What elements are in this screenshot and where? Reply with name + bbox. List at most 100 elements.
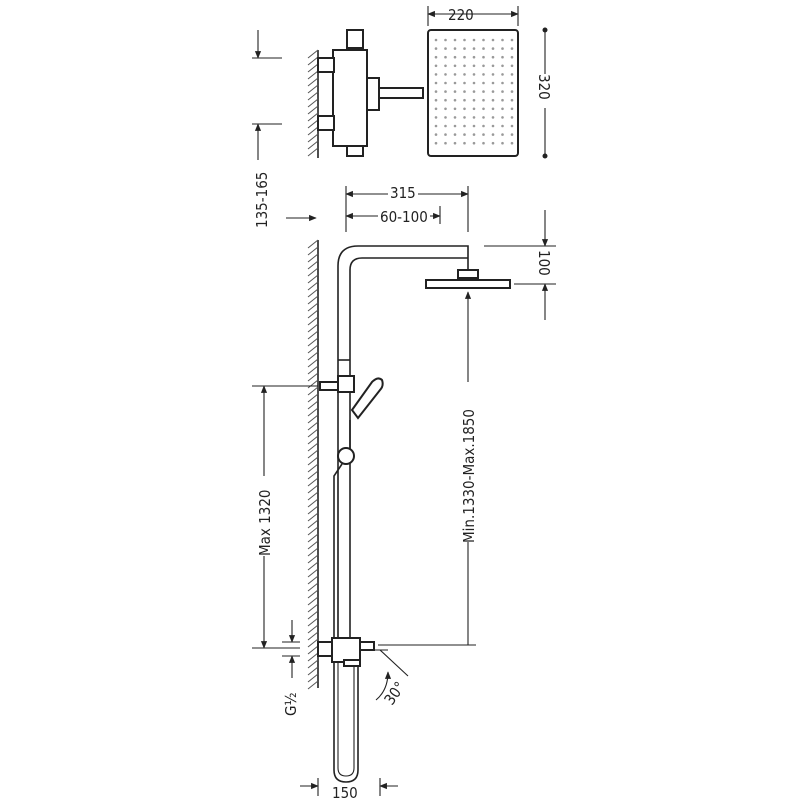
nozzle-dot [472,133,476,136]
nozzle-dot [482,73,485,76]
hose [333,463,359,783]
nozzle-dot [434,141,438,145]
nozzle-dot [491,47,495,50]
nozzle-dot [444,124,447,128]
wall-hatch-line [307,281,319,291]
nozzle-dot [510,73,514,76]
riser-pipe [337,245,469,640]
wall-hatch-line [307,316,319,326]
nozzle-dot [510,81,514,85]
nozzle-dot [434,107,438,111]
nozzle-dot [482,133,485,136]
wall-hatch-line [307,554,319,564]
nozzle-dot [482,38,485,42]
nozzle-dot [463,141,466,145]
wall-hatch-line [307,533,319,543]
nozzle-dot [510,98,514,102]
wall-hatch-line [307,260,319,270]
nozzle-dot [434,133,438,136]
wall-hatch-line [307,680,319,690]
dim-inlet-thread: G½ [282,620,300,716]
nozzle-dot [501,47,504,50]
nozzle-dot [472,47,476,50]
nozzle-dot [463,55,466,59]
wall-hatch-line [307,372,319,382]
nozzle-dot [482,141,485,145]
wall-hatch-line [307,442,319,452]
nozzle-dot [444,98,447,102]
wall-hatch-line [307,295,319,305]
nozzle-dot [501,64,504,68]
wall-hatch-line [307,498,319,508]
nozzle-dot [501,116,504,119]
nozzle-dot [482,116,485,119]
wall-hatch-line [307,119,319,129]
wall-hatch-line [307,302,319,312]
wall-hatch-line [307,428,319,438]
nozzle-dot [510,107,514,111]
nozzle-dot [472,90,476,93]
dim-label-30-deg: 30° [381,678,409,708]
wall-hatch-line [307,491,319,501]
dim-label-135-165: 135-165 [253,172,271,228]
nozzle-dot [482,98,485,102]
wall-hatch-line [307,519,319,529]
dim-rail-max: Max 1320 [252,385,318,649]
nozzle-dot [453,90,457,93]
nozzle-dot [453,107,457,111]
top-view: 220 320 135-165 [252,6,556,228]
nozzle-dot [463,38,466,42]
nozzle-dot [472,55,476,59]
dim-label-315: 315 [390,184,416,202]
wall-hatch-line [307,344,319,354]
nozzle-dot [434,81,438,85]
wall-hatch-line [307,84,319,94]
slider-knob [337,447,355,465]
dim-label-100: 100 [535,250,553,276]
dim-arm-length: 315 [345,182,469,232]
nozzle-dot [482,124,485,128]
nozzle-dot [444,47,447,50]
wall-hatch-line [307,652,319,662]
nozzle-dot [501,107,504,111]
wall-hatch-line [307,288,319,298]
wall-hatch-line [307,400,319,410]
nozzle-dot [501,38,504,42]
nozzle-dot [453,116,457,119]
nozzle-dot [472,116,476,119]
dim-head-drop: 100 [484,210,556,320]
nozzle-dot [434,116,438,119]
nozzle-dot [453,98,457,102]
nozzle-dot [501,90,504,93]
nozzle-dot [491,133,495,136]
wall-hatch-line [307,589,319,599]
dim-inlet-centers: 150 [300,778,398,800]
nozzle-dot [472,141,476,145]
wall-hatch-line [307,323,319,333]
nozzle-dot [482,81,485,85]
dim-label-150: 150 [332,784,358,800]
wall-hatch-line [307,435,319,445]
nozzle-dot [472,124,476,128]
nozzle-dot [491,81,495,85]
wall-bracket [319,375,355,393]
dim-label-320: 320 [535,74,553,100]
nozzle-dot [491,116,495,119]
nozzle-dot [463,124,466,128]
wall-hatch-line [307,393,319,403]
nozzle-dot [501,133,504,136]
wall-hatch-line [307,126,319,136]
wall-hatch-line [307,63,319,73]
wall-hatch-line [307,526,319,536]
nozzle-dot [434,64,438,68]
nozzle-dot [510,38,514,42]
nozzle-dot [444,73,447,76]
nozzle-dot [472,98,476,102]
nozzle-dot [472,81,476,85]
nozzle-dot [472,107,476,111]
wall-hatch-line [307,463,319,473]
wall-hatch-line [307,337,319,347]
wall-hatch-line [307,379,319,389]
nozzle-dot [463,133,466,136]
